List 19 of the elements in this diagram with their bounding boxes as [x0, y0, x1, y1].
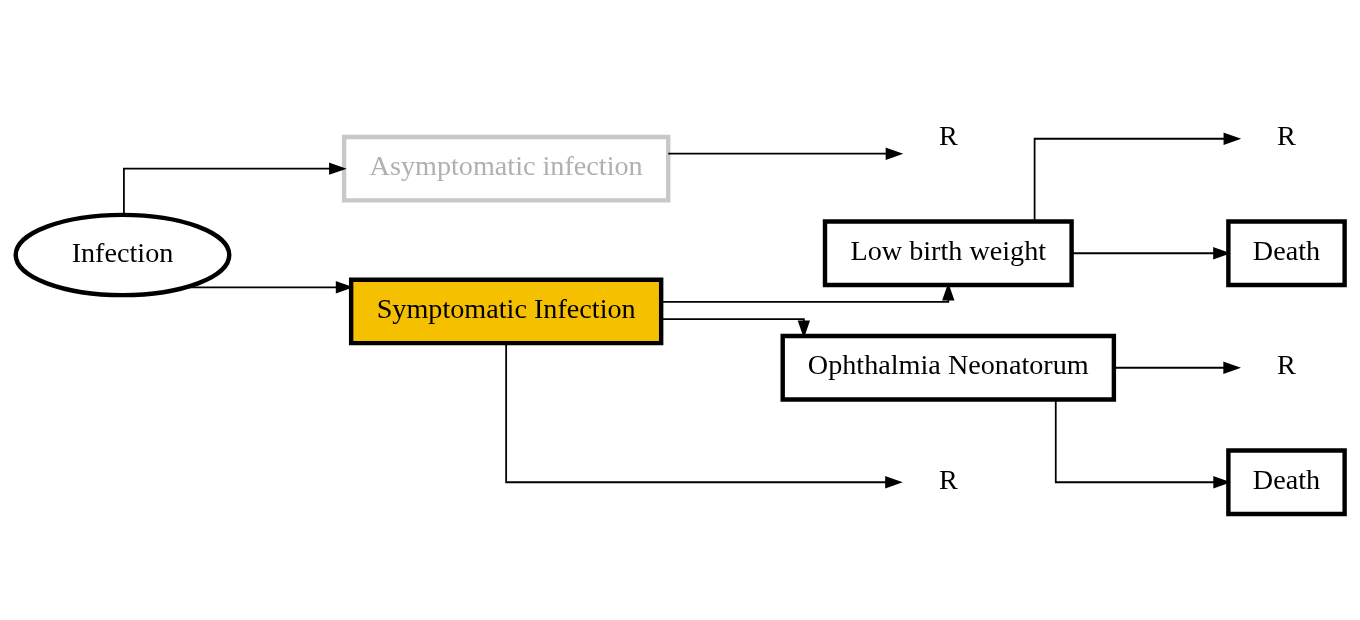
node-box: Ophthalmia Neonatorum: [780, 333, 1117, 402]
node-text: R: [1277, 348, 1296, 380]
arrow: [667, 147, 904, 160]
arrow: [505, 342, 903, 488]
arrow: [184, 280, 354, 293]
node-text: R: [938, 463, 958, 495]
arrow: [1070, 246, 1231, 259]
node-ellipse: Infection: [13, 212, 232, 297]
node-box: Low birth weight: [822, 218, 1074, 287]
node-box: Asymptomatic infection: [341, 134, 671, 203]
arrow: [1033, 132, 1242, 222]
node-text: R: [938, 119, 958, 151]
arrow: [123, 162, 347, 216]
arrow: [1054, 398, 1231, 488]
node-box: Death: [1226, 447, 1347, 516]
arrow: [1113, 361, 1241, 374]
node-box: Death: [1226, 218, 1347, 287]
node-text: R: [1277, 119, 1296, 151]
node-box: Symptomatic Infection: [348, 276, 664, 345]
